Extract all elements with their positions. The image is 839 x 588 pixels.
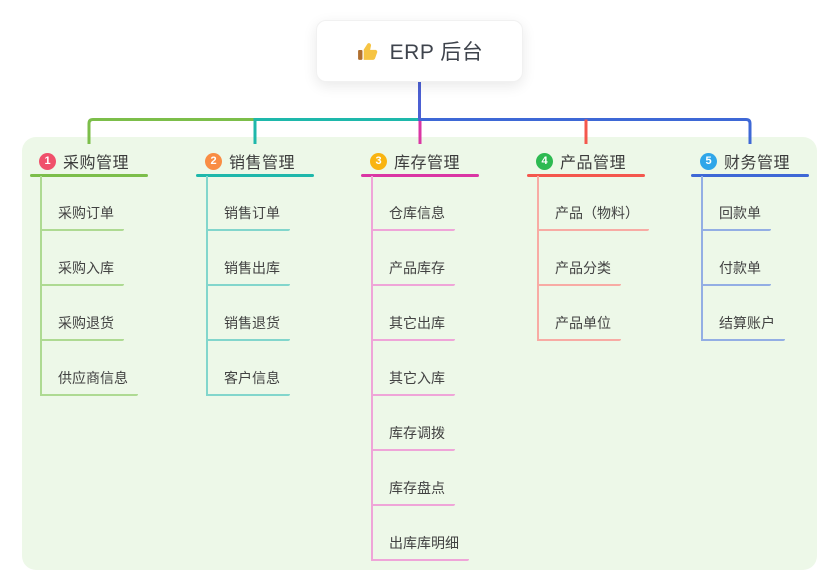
branch-title-underline — [30, 174, 148, 177]
branch-title[interactable]: 4 产品管理 — [527, 148, 645, 174]
branch-title-label: 销售管理 — [229, 155, 296, 172]
sub-item[interactable]: 采购订单 — [40, 203, 124, 231]
branch-title-underline — [361, 174, 479, 177]
branch-number-badge: 4 — [536, 152, 553, 170]
sub-item[interactable]: 其它入库 — [371, 368, 455, 396]
branch-title-underline — [527, 174, 645, 177]
sub-item[interactable]: 产品单位 — [537, 313, 621, 341]
sub-item[interactable]: 结算账户 — [701, 313, 785, 341]
sub-item[interactable]: 销售订单 — [206, 203, 290, 231]
branch-title[interactable]: 3 库存管理 — [361, 148, 479, 174]
sub-item[interactable]: 产品分类 — [537, 258, 621, 286]
sub-item[interactable]: 付款单 — [701, 258, 771, 286]
branch-title[interactable]: 5 财务管理 — [691, 148, 809, 174]
sub-item[interactable]: 库存盘点 — [371, 478, 455, 506]
sub-item[interactable]: 库存调拨 — [371, 423, 455, 451]
thumbs-up-icon — [357, 42, 377, 60]
sub-item[interactable]: 其它出库 — [371, 313, 455, 341]
sub-item[interactable]: 销售出库 — [206, 258, 290, 286]
branch-number-badge: 5 — [700, 152, 717, 170]
sub-item[interactable]: 供应商信息 — [40, 368, 138, 396]
branch-title-label: 财务管理 — [724, 155, 791, 172]
branch-title[interactable]: 2 销售管理 — [196, 148, 314, 174]
sub-item[interactable]: 客户信息 — [206, 368, 290, 396]
branch-number-badge: 1 — [39, 152, 56, 170]
sub-item[interactable]: 采购入库 — [40, 258, 124, 286]
branch-number-badge: 2 — [205, 152, 222, 170]
branch-item-connector — [40, 176, 42, 396]
branch-title[interactable]: 1 采购管理 — [30, 148, 148, 174]
branch-item-connector — [371, 176, 373, 561]
branch-item-connector — [206, 176, 208, 396]
sub-item[interactable]: 销售退货 — [206, 313, 290, 341]
branch-title-underline — [196, 174, 314, 177]
sub-item[interactable]: 出库库明细 — [371, 533, 469, 561]
branch-item-connector — [701, 176, 703, 341]
branch-title-label: 库存管理 — [394, 155, 461, 172]
branches-panel — [22, 137, 817, 570]
sub-item[interactable]: 采购退货 — [40, 313, 124, 341]
sub-item[interactable]: 产品（物料） — [537, 203, 649, 231]
branch-number-badge: 3 — [370, 152, 387, 170]
branch-title-label: 采购管理 — [63, 155, 130, 172]
sub-item[interactable]: 回款单 — [701, 203, 771, 231]
root-node-label: ERP 后台 — [389, 41, 484, 64]
sub-item[interactable]: 产品库存 — [371, 258, 455, 286]
branch-item-connector — [537, 176, 539, 341]
branch-title-underline — [691, 174, 809, 177]
sub-item[interactable]: 仓库信息 — [371, 203, 455, 231]
branch-title-label: 产品管理 — [560, 155, 627, 172]
root-node-erp[interactable]: ERP 后台 — [316, 20, 523, 82]
